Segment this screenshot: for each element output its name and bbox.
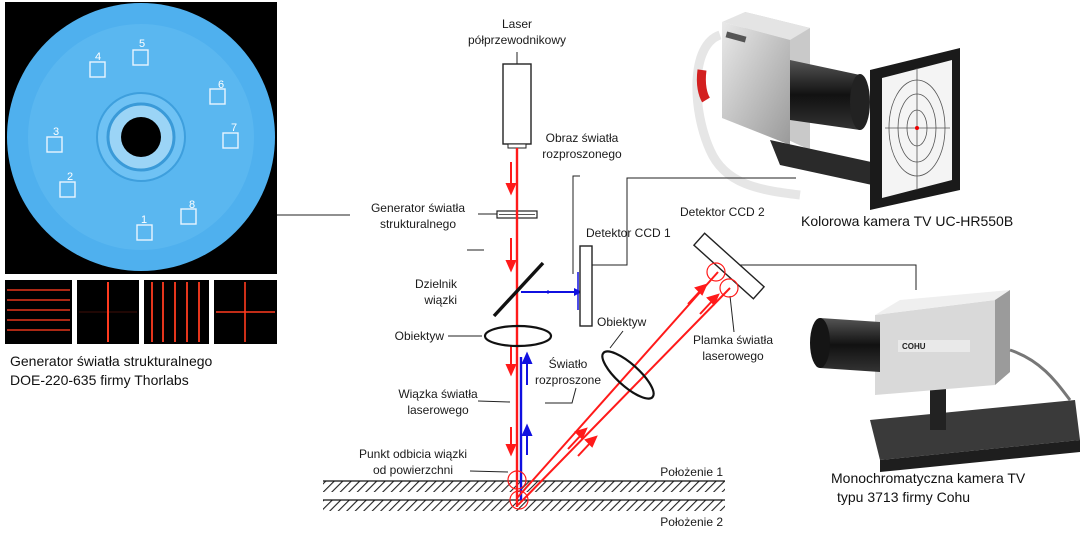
ccd-detector-2 bbox=[692, 232, 766, 300]
scatter-image-label-1: Obraz światła bbox=[546, 131, 619, 145]
disc-element-2 bbox=[59, 181, 76, 198]
mono-camera-caption: Monochromatyczna kamera TV typu 3713 fir… bbox=[831, 469, 1025, 507]
camera-top bbox=[722, 12, 810, 40]
disc-element-3 bbox=[46, 136, 63, 153]
pattern-vertical-lines bbox=[144, 280, 209, 344]
cable-red-sleeve bbox=[696, 69, 710, 103]
laser-label-2: półprzewodnikowy bbox=[468, 33, 566, 47]
reflection-point-label-2: od powierzchni bbox=[373, 463, 453, 477]
platform-post bbox=[930, 385, 946, 430]
connector-lines bbox=[277, 175, 917, 473]
objective-left-label: Obiektyw bbox=[395, 329, 445, 343]
disc-center-hole bbox=[121, 117, 161, 157]
reflected-beam-pos1 bbox=[516, 271, 719, 499]
lens-front bbox=[850, 74, 870, 130]
disc-number-3: 3 bbox=[53, 126, 59, 138]
mono-camera-caption-line-2: typu 3713 firmy Cohu bbox=[837, 489, 971, 505]
laser-spot-1 bbox=[706, 262, 726, 282]
mono-camera-lens bbox=[820, 318, 880, 372]
beam-arrows bbox=[505, 162, 720, 457]
doe-caption: Generator światła strukturalnego DOE-220… bbox=[10, 352, 212, 390]
objective-lens-vertical bbox=[483, 324, 553, 348]
camera-cable bbox=[692, 30, 801, 200]
beam-splitter bbox=[492, 261, 545, 318]
objective-right-label: Obiektyw bbox=[597, 315, 647, 329]
position-2-label: Położenie 2 bbox=[660, 515, 723, 529]
laser-label-1: Laser bbox=[502, 17, 532, 31]
objective-lens-angled bbox=[601, 350, 655, 400]
camera-platform bbox=[870, 400, 1080, 460]
disc-element-4 bbox=[89, 61, 106, 78]
diagram-labels: Laser półprzewodnikowy Obraz światła roz… bbox=[359, 17, 773, 529]
pattern-cross bbox=[214, 280, 277, 344]
pattern-horizontal-lines bbox=[5, 280, 72, 344]
disc-number-5: 5 bbox=[139, 38, 145, 50]
disc-number-8: 8 bbox=[189, 199, 195, 211]
doe-disc-photo: 1 2 3 4 5 6 7 8 bbox=[5, 2, 277, 274]
laser-beam-label-1: Wiązka światła bbox=[398, 387, 478, 401]
reflection-point-1 bbox=[507, 470, 527, 490]
disc-number-6: 6 bbox=[218, 79, 224, 91]
disc-element-7 bbox=[222, 132, 239, 149]
cohu-brand-label: COHU bbox=[902, 342, 926, 351]
pattern-single-line bbox=[77, 280, 139, 344]
target-rings bbox=[885, 68, 950, 190]
disc-number-1: 1 bbox=[141, 214, 147, 226]
doe-caption-line-1: Generator światła strukturalnego bbox=[10, 353, 213, 369]
color-camera-caption: Kolorowa kamera TV UC-HR550B bbox=[801, 213, 1014, 229]
scattered-light-label-2: rozproszone bbox=[535, 373, 601, 387]
beams bbox=[515, 148, 731, 507]
target-center bbox=[915, 126, 919, 130]
disc-number-2: 2 bbox=[67, 171, 73, 183]
ccd2-label: Detektor CCD 2 bbox=[680, 205, 765, 219]
camera-front bbox=[722, 22, 790, 145]
laser-spot-label-1: Plamka światła bbox=[693, 333, 773, 347]
mono-camera-back bbox=[995, 290, 1010, 385]
camera-base bbox=[770, 140, 895, 190]
mono-camera-cable bbox=[1009, 348, 1072, 401]
mono-lens-front bbox=[810, 318, 830, 368]
mono-camera-caption-line-1: Monochromatyczna kamera TV bbox=[831, 470, 1026, 486]
reflection-point-2 bbox=[509, 490, 529, 510]
mono-camera-photo: COHU bbox=[810, 290, 1080, 472]
platform-edge bbox=[880, 440, 1080, 472]
surface-position-2 bbox=[323, 500, 725, 511]
ccd1-label: Detektor CCD 1 bbox=[586, 226, 671, 240]
camera-lens bbox=[790, 60, 860, 130]
disc-element-6 bbox=[209, 88, 226, 105]
diffraction-patterns bbox=[5, 280, 277, 344]
camera-brand-plate bbox=[725, 31, 747, 43]
ccd-detector-1 bbox=[579, 245, 593, 327]
reflected-beam-pos2 bbox=[517, 287, 731, 506]
mono-camera-top bbox=[875, 290, 1010, 315]
disc-number-7: 7 bbox=[231, 122, 237, 134]
disc-element-5 bbox=[132, 49, 149, 66]
color-camera-photo bbox=[692, 12, 960, 210]
scattered-light-label-1: Światło bbox=[549, 356, 588, 371]
generator-label-2: strukturalnego bbox=[380, 217, 456, 231]
laser-spot-2 bbox=[719, 278, 739, 298]
scatter-image-label-2: rozproszonego bbox=[542, 147, 622, 161]
laser-spot-label-2: laserowego bbox=[702, 349, 764, 363]
disc-element-8 bbox=[180, 208, 197, 225]
generator-label-1: Generator światła bbox=[371, 201, 465, 215]
semiconductor-laser bbox=[502, 63, 532, 145]
doe-caption-line-2: DOE-220-635 firmy Thorlabs bbox=[10, 372, 189, 388]
mono-camera-label-plate bbox=[898, 340, 970, 352]
disc-element-1 bbox=[136, 224, 153, 241]
optical-elements-front bbox=[483, 232, 766, 510]
disc-number-4: 4 bbox=[95, 51, 101, 63]
laser-beam-label-2: laserowego bbox=[407, 403, 469, 417]
splitter-label-2: wiązki bbox=[423, 293, 457, 307]
splitter-label-1: Dzielnik bbox=[415, 277, 458, 291]
reflection-point-label-1: Punkt odbicia wiązki bbox=[359, 447, 467, 461]
position-1-label: Położenie 1 bbox=[660, 465, 723, 479]
